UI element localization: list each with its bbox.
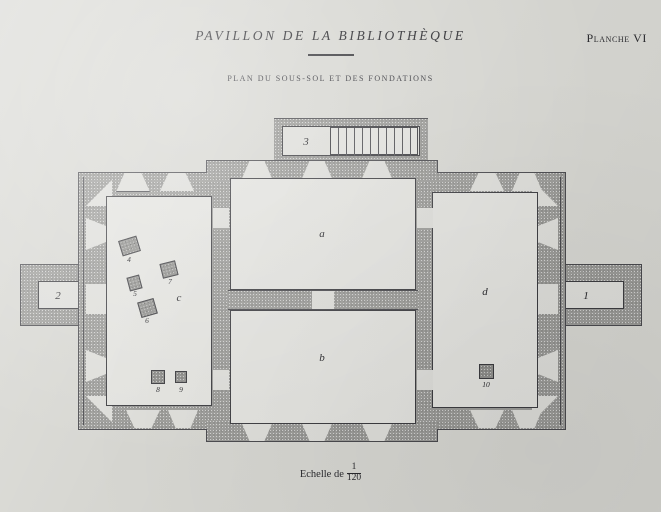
annex-label-1: 1 xyxy=(583,290,589,302)
footing-8 xyxy=(151,370,165,384)
page-subtitle: PLAN DU SOUS-SOL ET DES FONDATIONS xyxy=(227,74,434,83)
embrasure-right-1 xyxy=(538,218,558,250)
embrasure-bottom-3 xyxy=(240,419,274,441)
plate-number: Planche VI xyxy=(586,31,647,45)
left-wing-outline-bottom xyxy=(20,325,98,326)
stair-tread xyxy=(378,128,379,156)
embrasure-right-3 xyxy=(538,284,558,314)
embrasure-left-2 xyxy=(86,350,106,382)
center-block-border-left-bottom xyxy=(206,429,207,442)
outer-border-inner-right xyxy=(560,177,561,425)
room-a xyxy=(230,178,416,290)
doorway-c-north xyxy=(213,208,229,228)
left-wing-outline-left xyxy=(20,264,21,326)
outer-border-top-right xyxy=(437,172,566,173)
doorway-c-south xyxy=(213,370,229,390)
embrasure-bottom-2 xyxy=(168,410,198,428)
embrasure-bottom-5 xyxy=(360,419,394,441)
footing-label-10: 10 xyxy=(482,380,490,389)
room-c xyxy=(106,196,212,406)
footing-label-9: 9 xyxy=(179,385,183,394)
page-title: PAVILLON DE LA BIBLIOTHÈQUE xyxy=(195,28,466,43)
footing-label-7: 7 xyxy=(168,277,172,286)
embrasure-bottom-6 xyxy=(470,410,504,428)
top-projection-outline-top xyxy=(274,118,428,119)
stair-tread xyxy=(362,128,363,156)
scale-numerator: 1 xyxy=(351,462,357,472)
footing-label-4: 4 xyxy=(127,255,131,264)
staircase xyxy=(330,127,418,156)
right-wing-interior xyxy=(562,281,624,309)
embrasure-top-2 xyxy=(160,173,194,191)
footing-10 xyxy=(479,364,494,379)
embrasure-bottom-4 xyxy=(300,419,334,441)
outer-border-inner-left xyxy=(83,177,84,425)
stair-tread xyxy=(394,128,395,156)
room-b xyxy=(230,310,416,424)
embrasure-top-1 xyxy=(116,173,150,192)
center-block-border-left-top xyxy=(206,160,207,173)
center-block-border-bottom xyxy=(206,441,438,442)
embrasure-top-5 xyxy=(360,161,394,183)
footing-label-8: 8 xyxy=(156,385,160,394)
left-wing-outline-top xyxy=(20,264,98,265)
room-label-a: a xyxy=(319,228,325,240)
scale-label: Echelle de xyxy=(299,468,344,480)
right-wing-outline-bottom xyxy=(564,325,642,326)
title-rule xyxy=(307,54,354,56)
annex-label-2: 2 xyxy=(55,290,61,302)
embrasure-left-3 xyxy=(86,284,106,314)
outer-border-bottom-left xyxy=(78,429,207,430)
outer-border-top-left xyxy=(78,172,207,173)
stair-tread xyxy=(346,128,347,156)
center-block-border-right-bottom xyxy=(437,429,438,442)
center-block-border-top xyxy=(206,160,438,161)
center-block-border-right-top xyxy=(437,160,438,173)
stair-tread xyxy=(410,128,411,156)
footing-9 xyxy=(175,371,187,383)
doorway-d-north xyxy=(417,208,433,228)
embrasure-top-3 xyxy=(240,161,274,183)
outer-border-bottom-right xyxy=(437,429,566,430)
annex-label-3: 3 xyxy=(303,136,309,148)
embrasure-top-6 xyxy=(470,173,504,191)
outer-border-right xyxy=(565,172,566,430)
embrasure-top-4 xyxy=(300,161,334,183)
stair-tread xyxy=(338,128,339,156)
right-wing-outline-top xyxy=(564,264,642,265)
room-label-d: d xyxy=(482,286,488,298)
room-label-b: b xyxy=(319,352,325,364)
right-wing-outline-right xyxy=(641,264,642,326)
footing-label-6: 6 xyxy=(145,316,149,325)
footing-label-5: 5 xyxy=(133,289,137,298)
embrasure-bottom-1 xyxy=(126,410,160,428)
wall-a-b-line-bottom xyxy=(228,309,418,310)
embrasure-left-1 xyxy=(86,218,106,250)
stair-tread xyxy=(370,128,371,156)
room-label-c: c xyxy=(176,292,182,304)
embrasure-right-2 xyxy=(538,350,558,382)
stair-tread xyxy=(354,128,355,156)
scale-denominator: 120 xyxy=(346,472,362,483)
doorway-d-south xyxy=(417,370,433,390)
outer-border-left xyxy=(78,172,79,430)
stair-tread xyxy=(402,128,403,156)
stair-tread xyxy=(386,128,387,156)
wall-a-b-line-top xyxy=(228,290,418,291)
doorway-a-to-b xyxy=(312,291,334,309)
